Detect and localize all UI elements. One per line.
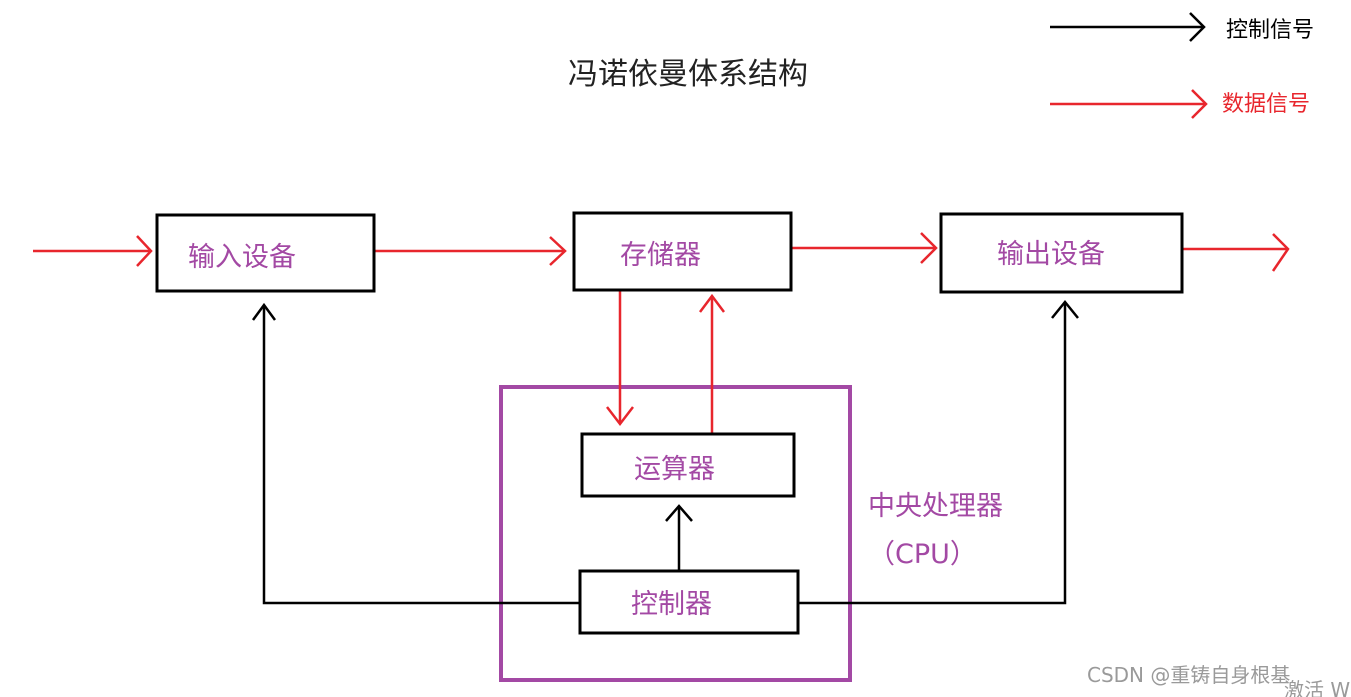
control-signals [251,300,1079,605]
data-output-to-external-arrowhead [1271,233,1290,272]
input-device-label: 输入设备 [188,242,296,273]
cpu-sublabel: （CPU） [868,539,977,570]
data-memory-to-output-arrowhead [920,232,938,264]
data-memory-to-alu-arrowhead [606,406,634,427]
control-to-alu-arrowhead [665,504,693,522]
cpu-container [499,385,852,682]
corner-watermark: 激活 W [1284,678,1350,697]
legend-control-label: 控制信号 [1226,18,1314,43]
legend-data-arrow [1050,89,1208,119]
diagram-title: 冯诺依曼体系结构 [568,57,808,92]
output-device-box [939,212,1184,294]
data-input-to-memory-arrowhead [549,236,567,266]
controller-box [578,569,800,635]
legend-control-arrow [1050,12,1206,42]
output-device-label: 输出设备 [997,239,1105,270]
memory-box [572,211,793,292]
data-signals [33,232,1290,433]
alu-label: 运算器 [634,454,715,485]
cpu-label: 中央处理器 [868,491,1003,522]
input-device-box [155,213,376,293]
control-to-output-arrowhead [1051,300,1079,319]
memory-label: 存储器 [620,240,701,271]
control-to-input [262,305,580,605]
legend-data-label: 数据信号 [1222,92,1310,117]
legend: 控制信号 数据信号 [1050,12,1314,119]
control-to-input-arrowhead [251,302,277,321]
data-external-to-input-arrowhead [136,235,153,267]
controller-label: 控制器 [631,589,712,620]
alu-box [580,432,796,498]
watermark: CSDN @重铸自身根基 [1087,663,1290,687]
data-alu-to-memory-arrowhead [699,293,725,313]
control-to-output [798,302,1067,605]
